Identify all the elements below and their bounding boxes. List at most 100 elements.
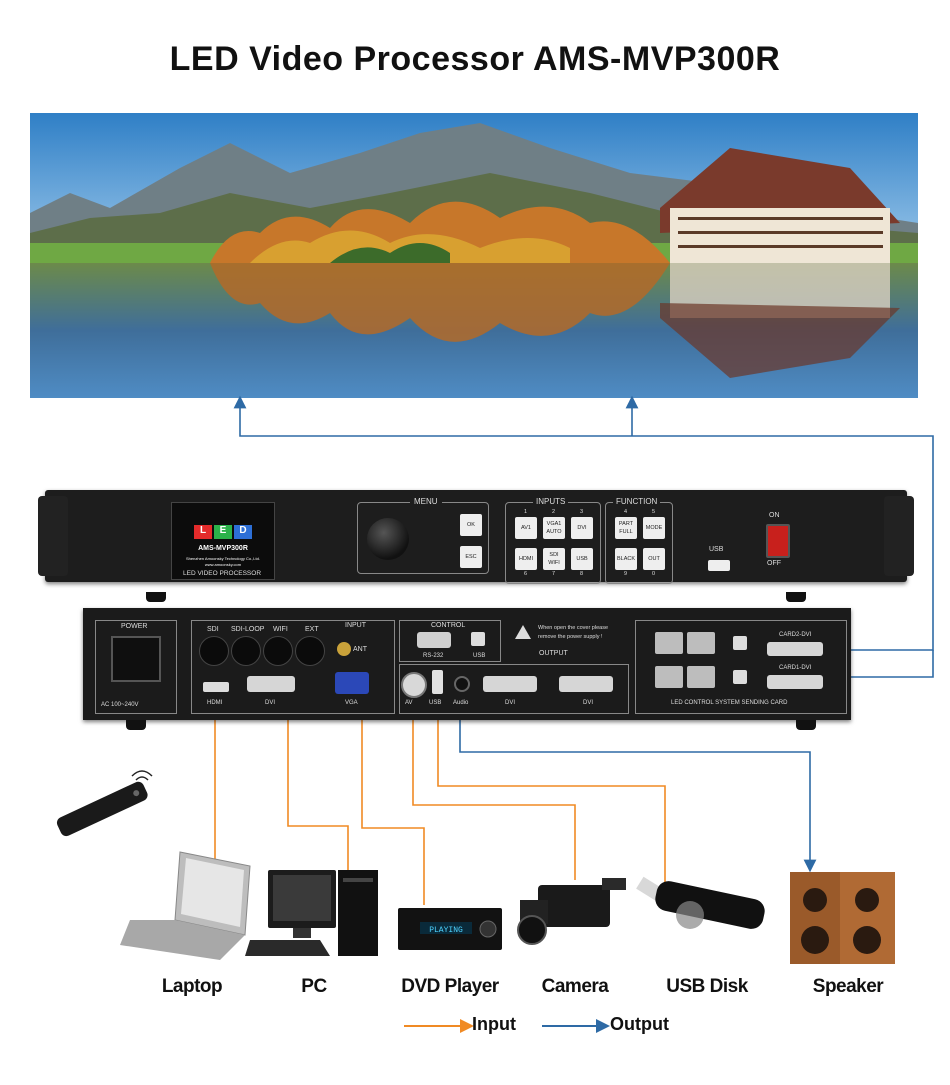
dvd-player-icon — [398, 908, 502, 950]
function-button-1[interactable]: MODE — [643, 517, 665, 539]
front-foot-right — [786, 592, 806, 602]
card1-dvi-port[interactable] — [767, 675, 823, 689]
led-screen-panorama — [30, 113, 918, 398]
ok-button[interactable]: OK — [460, 514, 482, 536]
function-number-3: 0 — [652, 571, 656, 577]
speaker-icon — [790, 872, 895, 964]
rj45-port-1[interactable] — [655, 632, 683, 654]
front-panel: L E D AMS-MVP300R Shenzhen Amoonsky Tech… — [38, 490, 914, 584]
sending-card-section — [635, 620, 847, 714]
usb-disk-icon — [636, 876, 765, 929]
inputs-label: INPUTS — [533, 497, 569, 506]
input-number-3: 6 — [524, 571, 528, 577]
camera-icon — [517, 878, 626, 945]
legend-arrows — [404, 1019, 610, 1033]
dvi-out-port-2[interactable] — [559, 676, 613, 692]
input-button-3[interactable]: HDMI — [515, 548, 537, 570]
display-logo: L E D — [194, 525, 252, 539]
lcd-display: L E D AMS-MVP300R Shenzhen Amoonsky Tech… — [171, 502, 275, 580]
speaker-label: Speaker — [812, 976, 884, 997]
sending-card-label: LED CONTROL SYSTEM SENDING CARD — [671, 700, 788, 706]
dvi-in-label: DVI — [265, 700, 276, 706]
rack-ear-left — [38, 496, 68, 576]
av-label: AV — [405, 700, 413, 706]
audio-jack[interactable] — [454, 676, 470, 692]
function-button-3[interactable]: OUT — [643, 548, 665, 570]
laptop-icon — [120, 851, 251, 960]
card2-label: CARD2-DVI — [779, 632, 812, 638]
remote-signal-icon — [131, 770, 153, 781]
rs232-label: RS-232 — [423, 653, 444, 659]
power-socket[interactable] — [111, 636, 161, 682]
dvi-out-port-1[interactable] — [483, 676, 537, 692]
vga-port[interactable] — [335, 672, 369, 694]
rs232-port[interactable] — [417, 632, 451, 648]
legend-output-label: Output — [610, 1014, 669, 1034]
usb-label: USB — [429, 700, 442, 706]
hdmi-port[interactable] — [203, 682, 229, 692]
logo-letter-d: D — [234, 525, 252, 539]
input-button-5[interactable]: USB — [571, 548, 593, 570]
card1-usb-port[interactable] — [733, 670, 747, 684]
input-number-2: 3 — [580, 509, 584, 515]
warning-text: When open the cover please remove the po… — [538, 625, 609, 640]
function-frame — [605, 502, 673, 584]
rear-foot-left — [126, 720, 146, 730]
dvi-out-label-1: DVI — [505, 700, 516, 706]
rj45-port-3[interactable] — [655, 666, 683, 688]
pc-label: PC — [301, 976, 327, 997]
input-button-0[interactable]: AV1 — [515, 517, 537, 539]
output-section — [399, 664, 629, 714]
input-button-1[interactable]: VGA1 AUTO — [543, 517, 565, 539]
sdi-port[interactable] — [199, 636, 229, 666]
control-label: CONTROL — [431, 622, 466, 629]
card1-label: CARD1-DVI — [779, 665, 812, 671]
display-model: AMS-MVP300R — [198, 545, 248, 552]
antenna-connector[interactable] — [337, 642, 351, 656]
rear-panel: POWER AC 100~240V INPUT SDI SDI-LOOP WIF… — [83, 608, 851, 720]
usb-disk-label: USB Disk — [666, 976, 748, 997]
ext-port[interactable] — [295, 636, 325, 666]
devices-illustration: PLAYING — [56, 770, 895, 964]
logo-letter-e: E — [214, 525, 232, 539]
card2-usb-port[interactable] — [733, 636, 747, 650]
vga-label: VGA — [345, 700, 358, 706]
function-number-0: 4 — [624, 509, 628, 515]
front-usb-label: USB — [709, 546, 724, 553]
av-bnc-port[interactable] — [401, 672, 427, 698]
input-button-4[interactable]: SDI WIFI — [543, 548, 565, 570]
laptop-label: Laptop — [161, 976, 223, 997]
function-button-0[interactable]: PART FULL — [615, 517, 637, 539]
front-usb-port[interactable] — [708, 560, 730, 571]
sdi-loop-label: SDI-LOOP — [231, 626, 265, 633]
control-usb-label: USB — [473, 653, 486, 659]
wifi-port[interactable] — [263, 636, 293, 666]
function-button-2[interactable]: BLACK — [615, 548, 637, 570]
power-label: POWER — [121, 623, 148, 630]
card2-dvi-port[interactable] — [767, 642, 823, 656]
usb-b-port[interactable] — [471, 632, 485, 646]
display-website: www.amoonsky.com — [204, 562, 242, 567]
output-label: OUTPUT — [539, 650, 568, 657]
rj45-port-2[interactable] — [687, 632, 715, 654]
warning-icon — [515, 625, 531, 639]
front-foot-left — [146, 592, 166, 602]
usb-a-port[interactable] — [432, 670, 443, 694]
power-section — [95, 620, 177, 714]
dvi-in-port[interactable] — [247, 676, 295, 692]
input-number-0: 1 — [524, 509, 528, 515]
audio-label: Audio — [453, 700, 469, 706]
esc-button[interactable]: ESC — [460, 546, 482, 568]
input-button-2[interactable]: DVI — [571, 517, 593, 539]
display-company: Shenzhen Amoonsky Technology Co.,Ltd. — [186, 556, 260, 561]
rj45-port-4[interactable] — [687, 666, 715, 688]
sdi-loop-port[interactable] — [231, 636, 261, 666]
input-number-4: 7 — [552, 571, 556, 577]
hdmi-label: HDMI — [207, 700, 223, 706]
function-number-1: 5 — [652, 509, 656, 515]
camera-label: Camera — [541, 976, 609, 997]
page-title: LED Video Processor AMS-MVP300R — [169, 40, 781, 78]
menu-knob[interactable] — [367, 518, 409, 560]
power-switch[interactable] — [766, 524, 790, 558]
legend-input-label: Input — [472, 1014, 516, 1034]
